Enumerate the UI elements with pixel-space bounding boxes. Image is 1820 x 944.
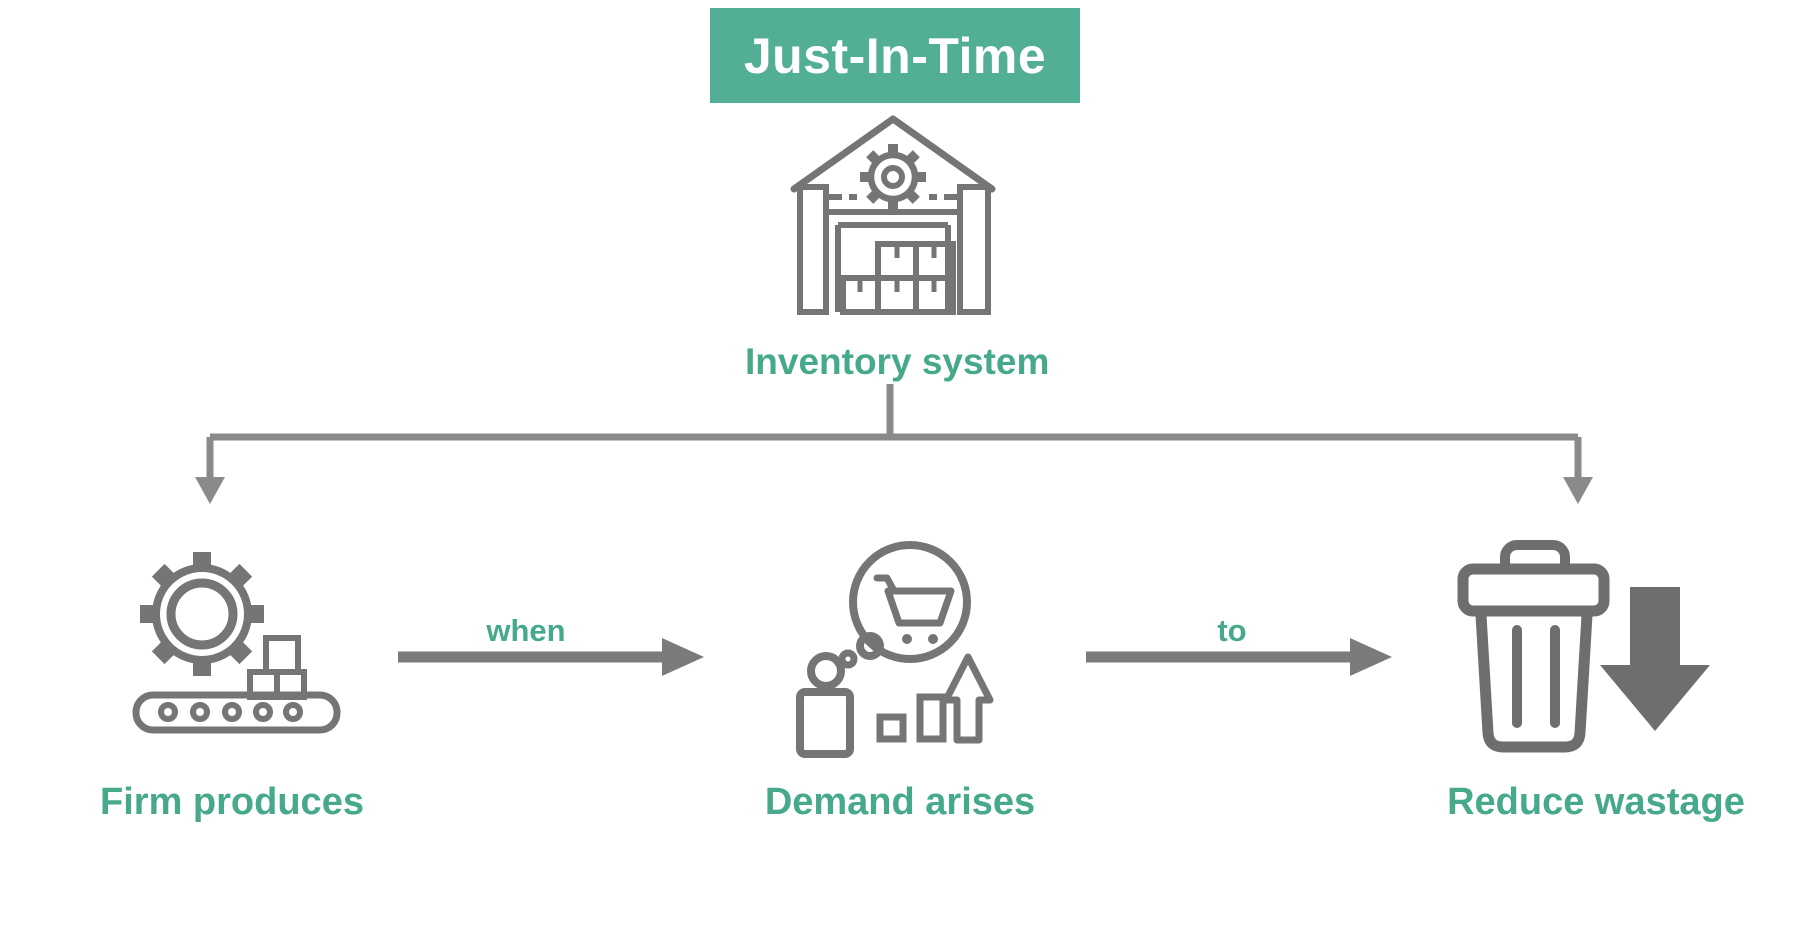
branch-label-firm-produces: Firm produces [100,781,364,823]
person-icon [796,652,854,758]
down-arrow-icon [1600,587,1710,731]
shopping-cart-icon [873,574,955,644]
thought-bubble-cart-icon [796,541,994,758]
bar-chart-icon [876,653,994,744]
root-label: Inventory system [745,341,1050,382]
trash-can-icon [1457,540,1610,753]
arrow-label-when: when [486,613,566,648]
down-arrowhead-left [195,477,225,504]
title-badge: Just-In-Time [710,8,1080,103]
right-arrowhead [1350,638,1392,676]
conveyor-rollers [158,702,303,722]
branch-label-demand-arises: Demand arises [764,781,1036,823]
flow-arrow-when [398,638,704,676]
up-arrow-icon [942,653,994,744]
arrow-label-to: to [1217,613,1247,648]
connector-tree [195,384,1593,504]
branch-label-reduce-wastage: Reduce wastage [1447,781,1745,823]
warehouse-icon [790,115,996,315]
right-arrowhead [662,638,704,676]
trash-down-arrow-icon [1457,540,1710,753]
down-arrowhead-right [1563,477,1593,504]
page-title: Just-In-Time [743,27,1047,84]
gear-conveyor-icon [132,552,341,734]
thought-bubble [849,541,971,663]
flow-arrow-to [1086,638,1392,676]
